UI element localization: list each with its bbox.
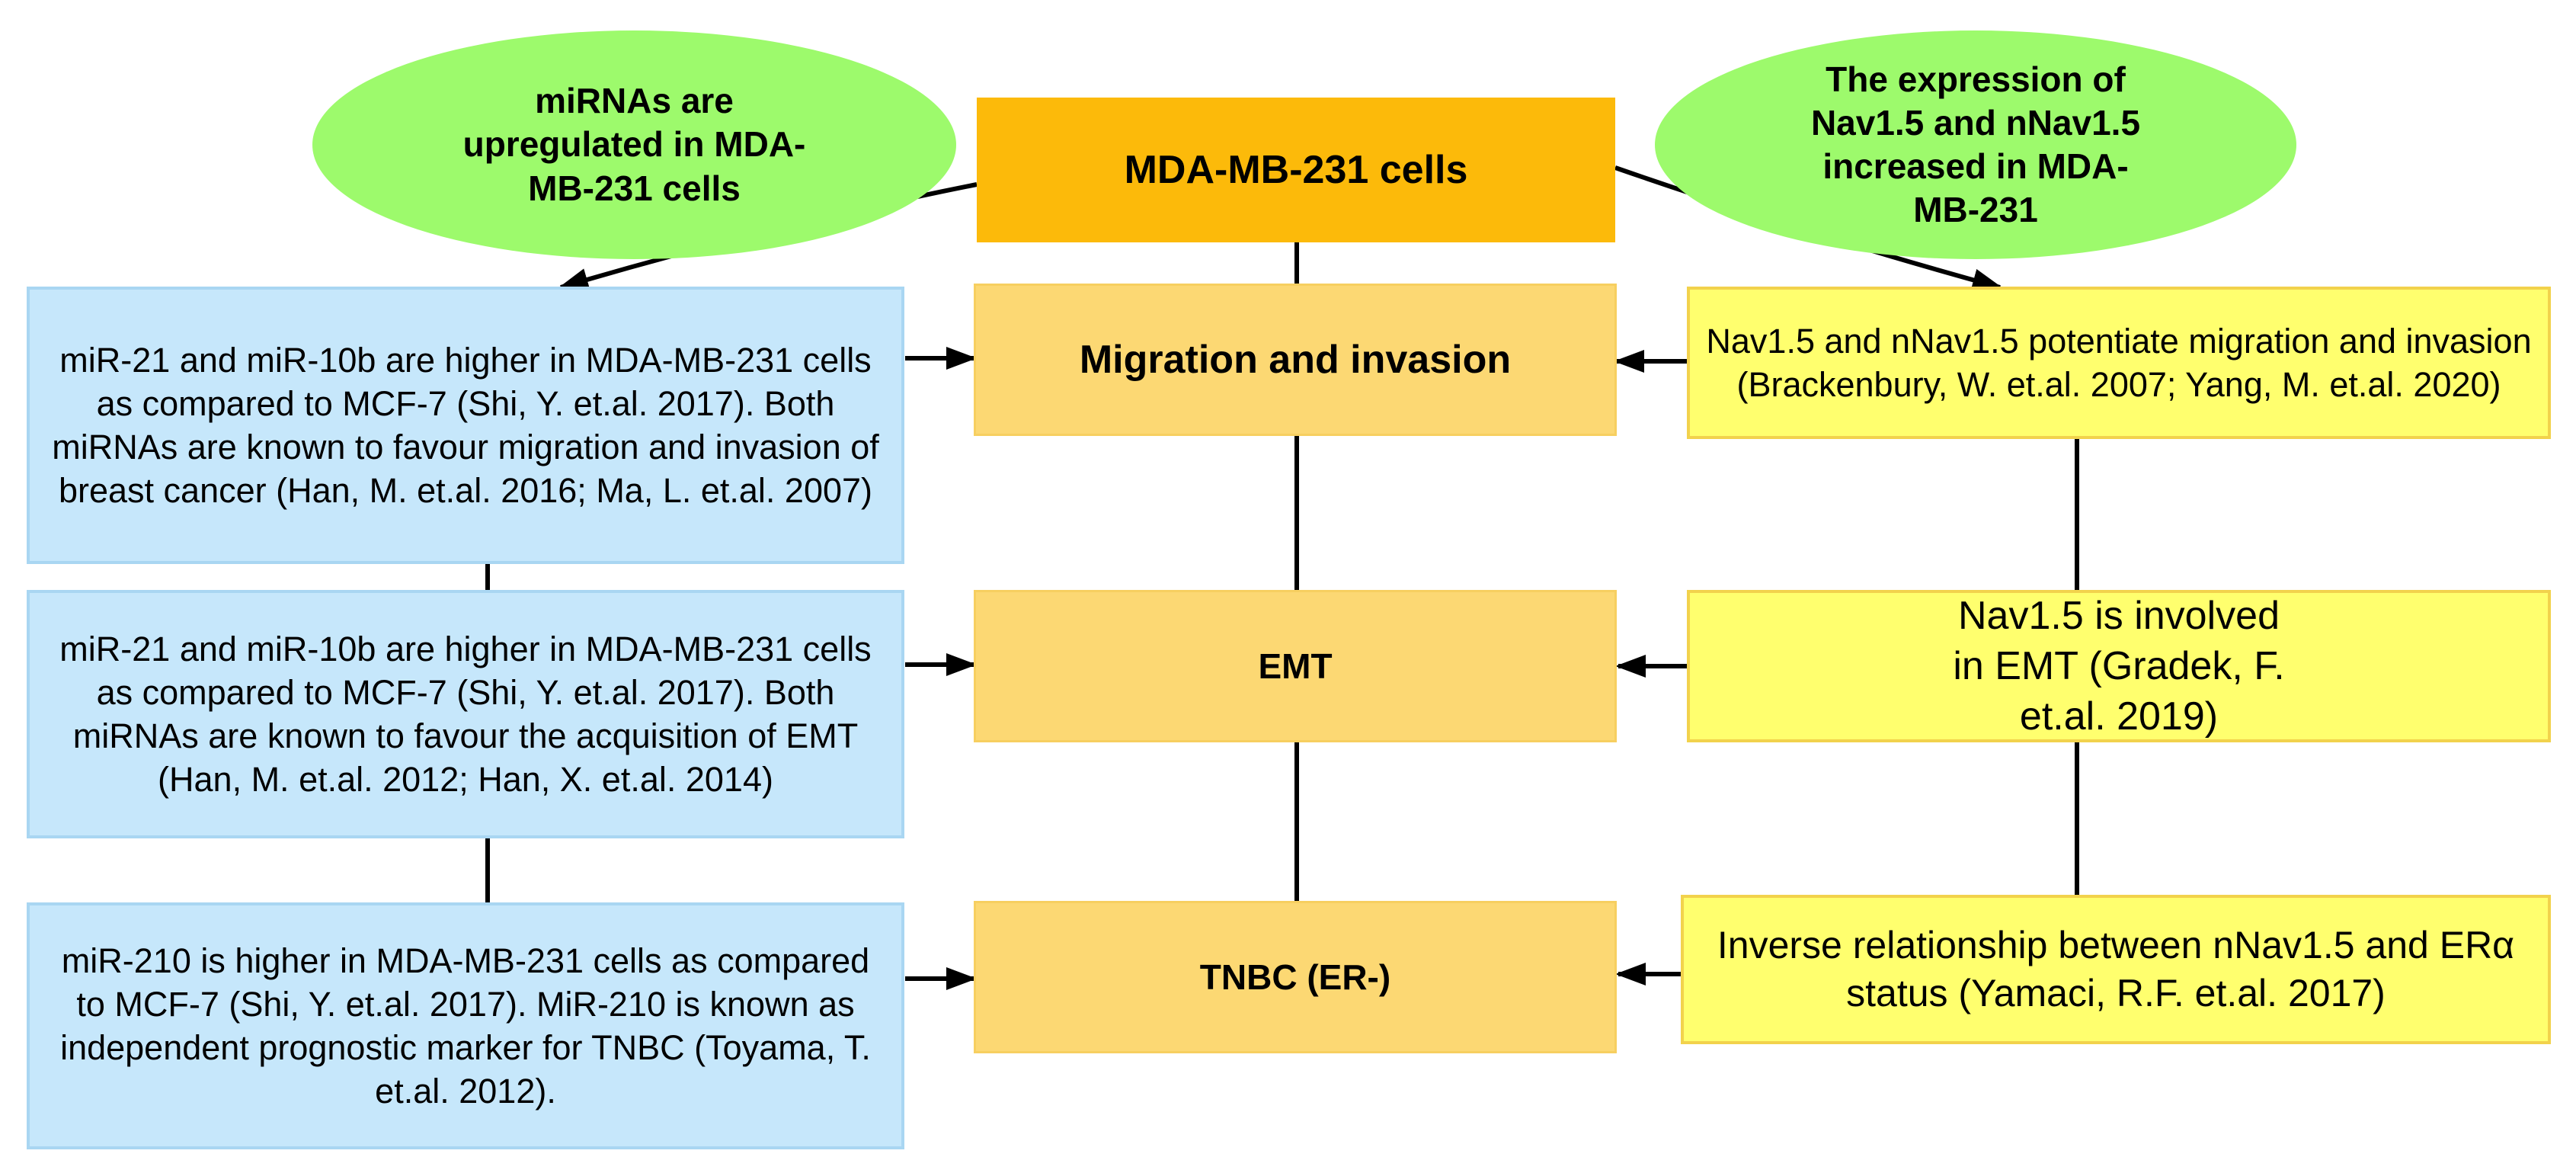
- emt-box: EMT: [974, 590, 1617, 742]
- right-nav-emt-box: Nav1.5 is involved in EMT (Gradek, F. et…: [1687, 590, 2551, 742]
- mirna-upregulated-ellipse: miRNAs are upregulated in MDA-MB-231 cel…: [312, 30, 956, 259]
- nav-expression-ellipse: The expression of Nav1.5 and nNav1.5 inc…: [1655, 30, 2296, 259]
- left-mirna-emt-box: miR-21 and miR-10b are higher in MDA-MB-…: [27, 590, 904, 838]
- emt-text: EMT: [1258, 646, 1333, 686]
- tnbc-text: TNBC (ER-): [1199, 957, 1391, 997]
- right-nav-tnbc-box: Inverse relationship between nNav1.5 and…: [1681, 895, 2551, 1044]
- migration-invasion-text: Migration and invasion: [1079, 337, 1512, 382]
- center-title-box: MDA-MB-231 cells: [977, 98, 1615, 242]
- right-box-2-text: Nav1.5 is involved in EMT (Gradek, F. et…: [1953, 593, 2285, 739]
- migration-invasion-box: Migration and invasion: [974, 284, 1617, 436]
- tnbc-box: TNBC (ER-): [974, 901, 1617, 1053]
- right-nav-migration-box: Nav1.5 and nNav1.5 potentiate migration …: [1687, 287, 2551, 439]
- center-title-text: MDA-MB-231 cells: [1124, 147, 1468, 192]
- left-box-3-text: miR-210 is higher in MDA-MB-231 cells as…: [60, 941, 871, 1111]
- left-mirna-migration-box: miR-21 and miR-10b are higher in MDA-MB-…: [27, 287, 904, 564]
- right-box-1-text: Nav1.5 and nNav1.5 potentiate migration …: [1706, 321, 2532, 404]
- left-mir210-tnbc-box: miR-210 is higher in MDA-MB-231 cells as…: [27, 902, 904, 1149]
- left-box-1-text: miR-21 and miR-10b are higher in MDA-MB-…: [52, 340, 879, 511]
- ellipse-left-text: miRNAs are upregulated in MDA-MB-231 cel…: [462, 81, 806, 208]
- ellipse-right-text: The expression of Nav1.5 and nNav1.5 inc…: [1810, 59, 2141, 230]
- right-box-3-text: Inverse relationship between nNav1.5 and…: [1717, 923, 2515, 1015]
- left-box-2-text: miR-21 and miR-10b are higher in MDA-MB-…: [59, 629, 872, 800]
